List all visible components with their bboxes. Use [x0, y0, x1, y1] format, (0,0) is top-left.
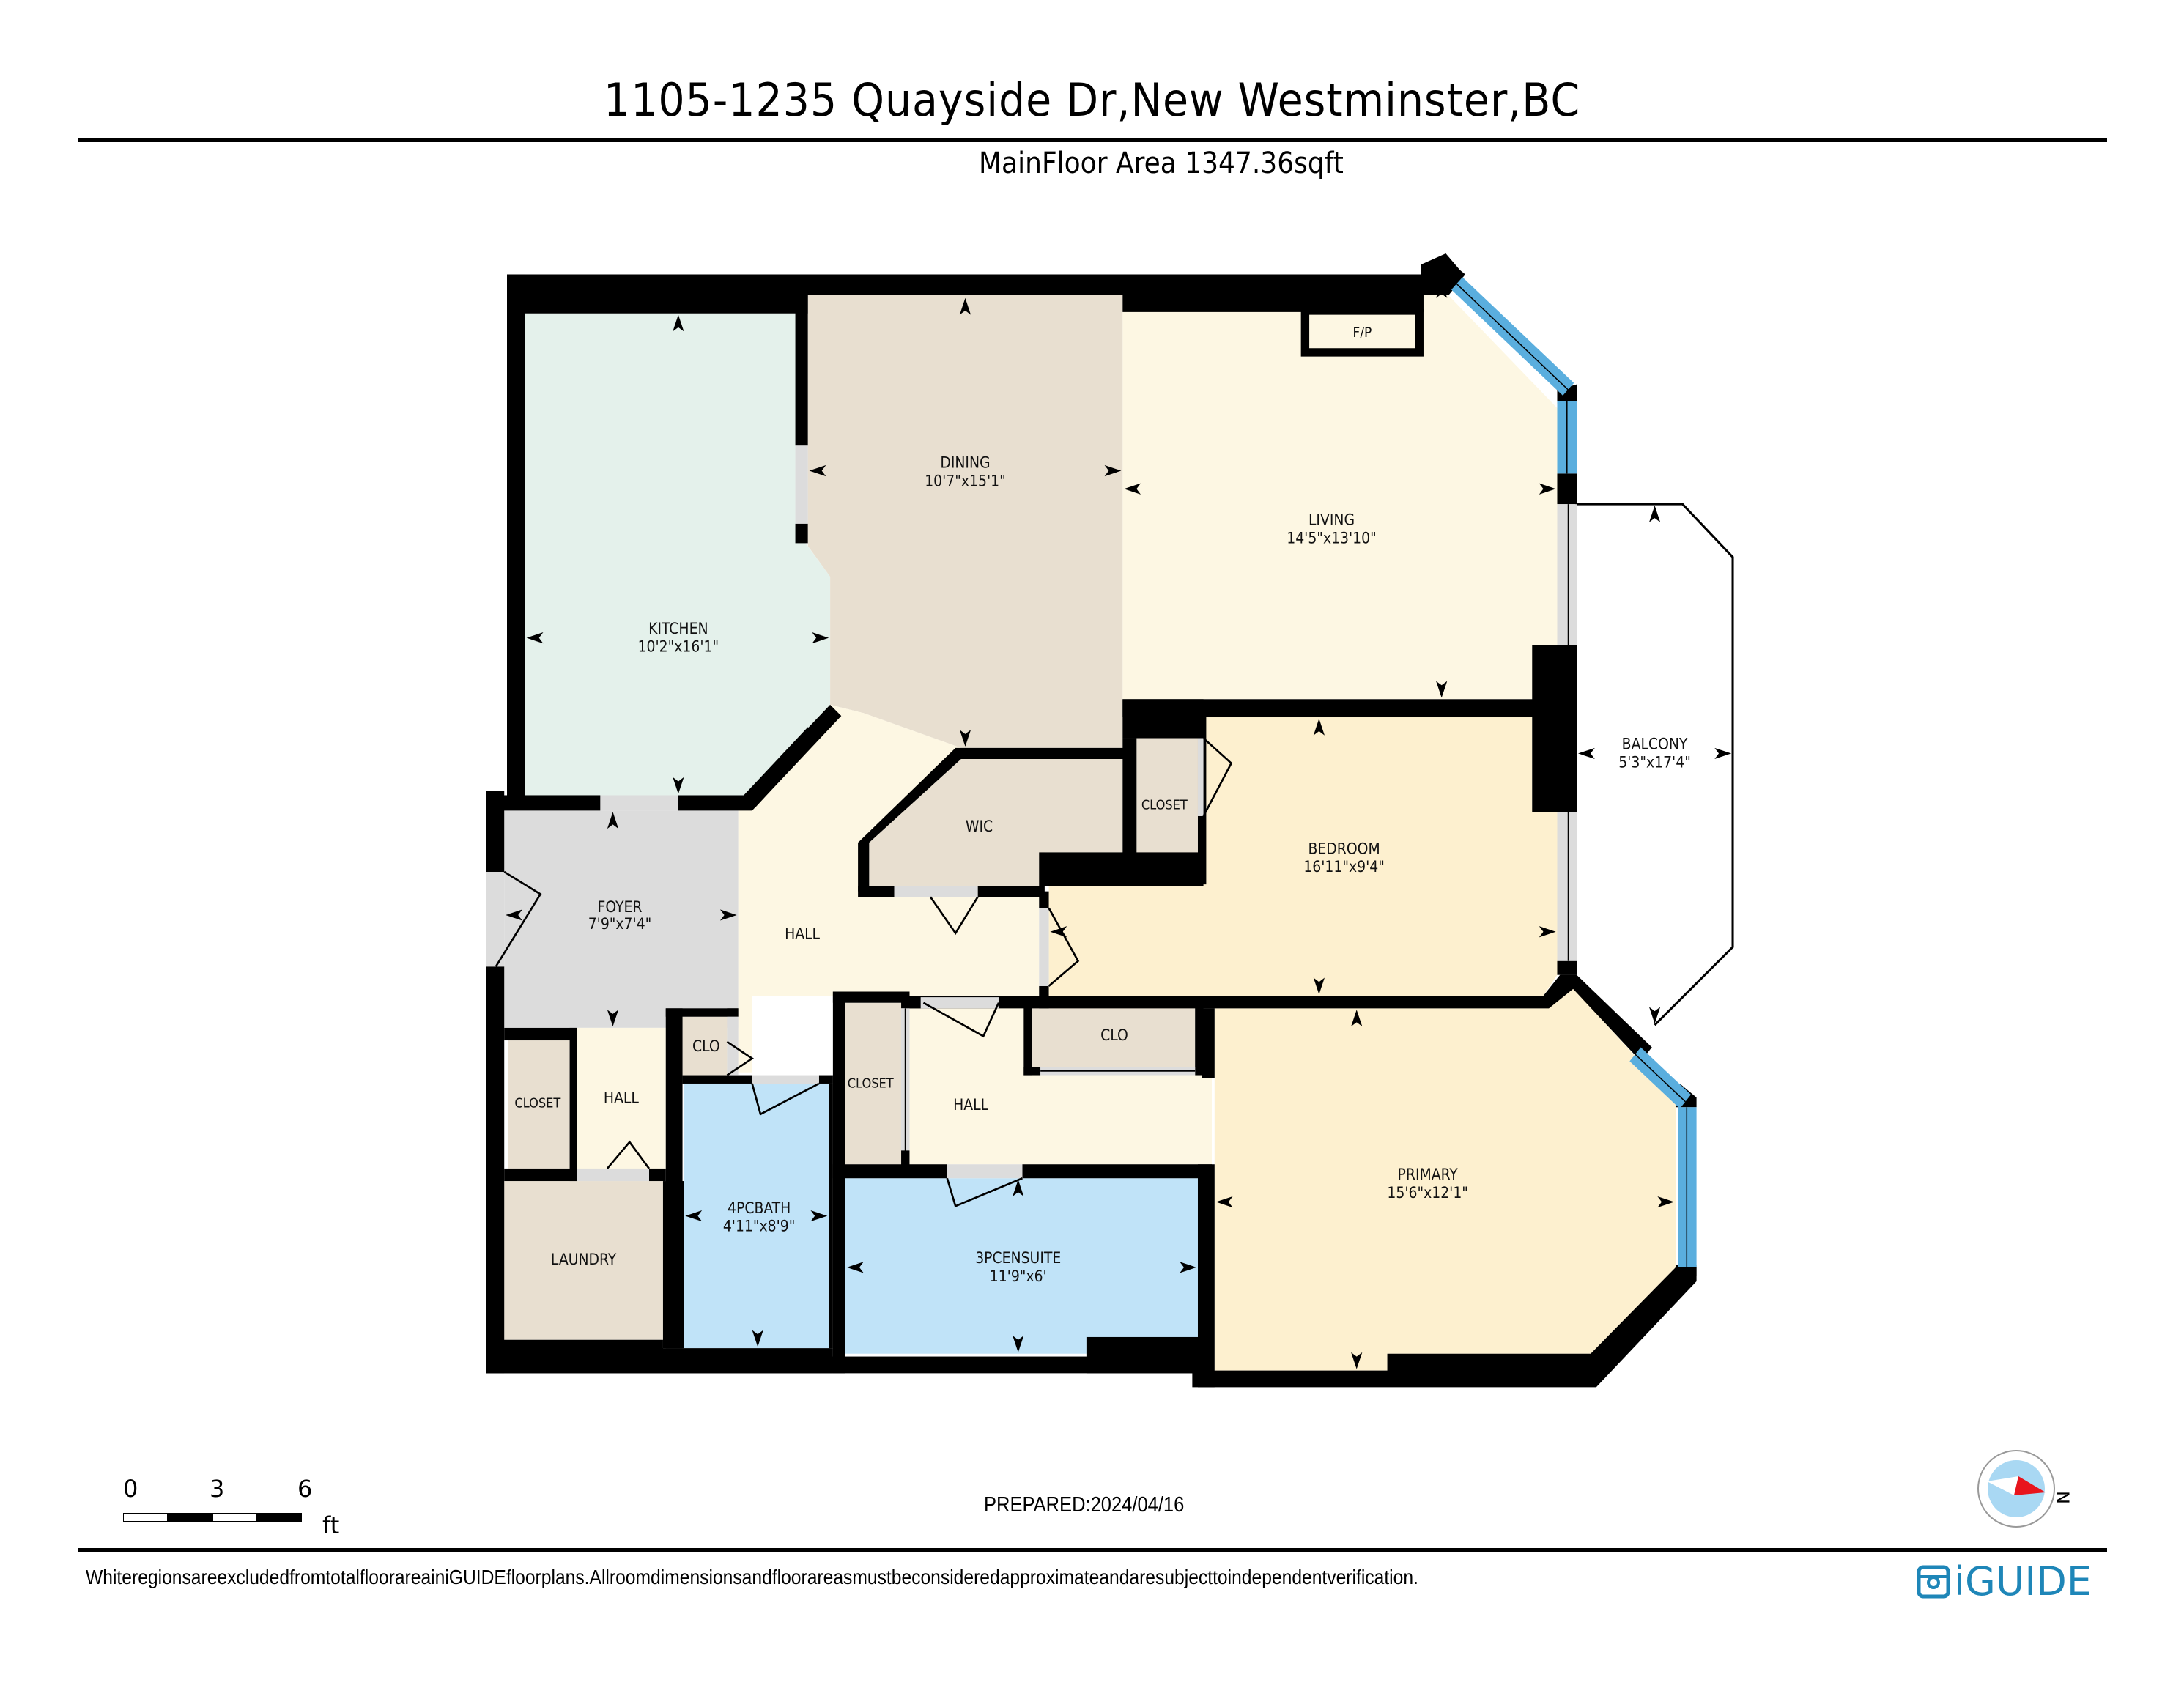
- room-bedroom-closet: [1136, 738, 1198, 873]
- room-bedroom: [1048, 717, 1558, 996]
- camera-logo-icon: [1917, 1565, 1950, 1599]
- logo-text: iGUIDE: [1954, 1558, 2092, 1604]
- dimension-arrows: [506, 281, 1732, 1369]
- room-laundry: [504, 1181, 663, 1340]
- compass-icon: [1977, 1450, 2055, 1528]
- room-kitchen: [525, 313, 831, 796]
- label-ensuite-dims: 11'9"x6': [990, 1267, 1047, 1285]
- scale-unit: ft: [322, 1511, 340, 1539]
- label-kitchen-dims: 10'2"x16'1": [638, 638, 719, 656]
- room-wic: [869, 759, 1123, 892]
- label-foyer-dims: 7'9"x7'4": [588, 915, 652, 933]
- room-living: [1122, 292, 1558, 700]
- scale-label-3: 3: [210, 1475, 225, 1503]
- label-bedroom-name: BEDROOM: [1308, 840, 1380, 857]
- slider-lines: [571, 504, 1569, 1169]
- page-title: 1105-1235 Quayside Dr,New Westminster,BC: [603, 73, 1581, 127]
- label-bath4-dims: 4'11"x8'9": [723, 1217, 796, 1234]
- balcony-outline: [1575, 503, 1734, 1026]
- disclaimer-text: Whiteregionsareexcludedfromtotalfloorare…: [86, 1566, 1418, 1588]
- label-hall-left: HALL: [604, 1089, 639, 1107]
- label-ensuite-name: 3PCENSUITE: [975, 1249, 1061, 1267]
- door-swings: [495, 737, 1233, 1208]
- room-primary: [1214, 985, 1676, 1371]
- room-clo-small: [682, 1016, 728, 1076]
- label-clo-small: CLO: [692, 1037, 720, 1055]
- label-clo-right: CLO: [1100, 1026, 1128, 1044]
- room-foyer: [504, 810, 739, 1028]
- room-hall-right: [909, 1002, 1212, 1165]
- footer-divider: [78, 1548, 2107, 1552]
- scale-label-6: 6: [297, 1475, 313, 1503]
- scale-bar: 0 3 6 ft: [123, 1475, 358, 1541]
- windows: [1451, 277, 1697, 1267]
- label-dining-dims: 10'7"x15'1": [925, 472, 1006, 489]
- label-hall-right: HALL: [953, 1096, 988, 1114]
- label-balcony-dims: 5'3"x17'4": [1618, 753, 1691, 771]
- label-primary-dims: 15'6"x12'1": [1387, 1184, 1468, 1202]
- label-fireplace: F/P: [1352, 325, 1372, 341]
- room-3pc-ensuite: [845, 1178, 1198, 1354]
- label-closet-mid: CLOSET: [848, 1076, 894, 1092]
- label-balcony-name: BALCONY: [1622, 736, 1688, 753]
- label-kitchen-name: KITCHEN: [648, 620, 708, 637]
- room-closet-left: [508, 1040, 570, 1169]
- floor-area-subtitle: MainFloor Area 1347.36sqft: [979, 147, 1344, 180]
- prepared-date: PREPARED:2024/04/16: [984, 1493, 1185, 1517]
- scale-label-0: 0: [123, 1475, 138, 1503]
- room-hall-main: [738, 704, 1040, 1073]
- compass-north-label: N: [2051, 1491, 2073, 1504]
- room-dining: [807, 295, 1123, 748]
- room-closet-mid: [840, 1002, 902, 1165]
- room-4pc-bath: [684, 1083, 829, 1349]
- walls: [486, 253, 1697, 1388]
- label-dining-name: DINING: [940, 454, 990, 472]
- label-foyer-name: FOYER: [598, 898, 643, 916]
- label-living-dims: 14'5"x13'10": [1287, 529, 1377, 547]
- title-divider: [78, 138, 2107, 142]
- label-primary-name: PRIMARY: [1398, 1166, 1459, 1183]
- scale-track: [123, 1513, 302, 1523]
- label-living-name: LIVING: [1308, 511, 1355, 529]
- label-wic: WIC: [966, 818, 993, 835]
- label-bedroom-dims: 16'11"x9'4": [1303, 858, 1385, 876]
- label-bedroom-closet: CLOSET: [1141, 797, 1188, 812]
- label-closet-left: CLOSET: [514, 1095, 560, 1111]
- room-hall-left: [577, 1027, 666, 1170]
- room-clo-right: [1032, 1005, 1196, 1067]
- iguide-logo: iGUIDE: [1917, 1558, 2092, 1604]
- label-bath4-name: 4PCBATH: [728, 1199, 791, 1217]
- label-laundry: LAUNDRY: [551, 1251, 617, 1268]
- label-hall-main: HALL: [785, 925, 820, 942]
